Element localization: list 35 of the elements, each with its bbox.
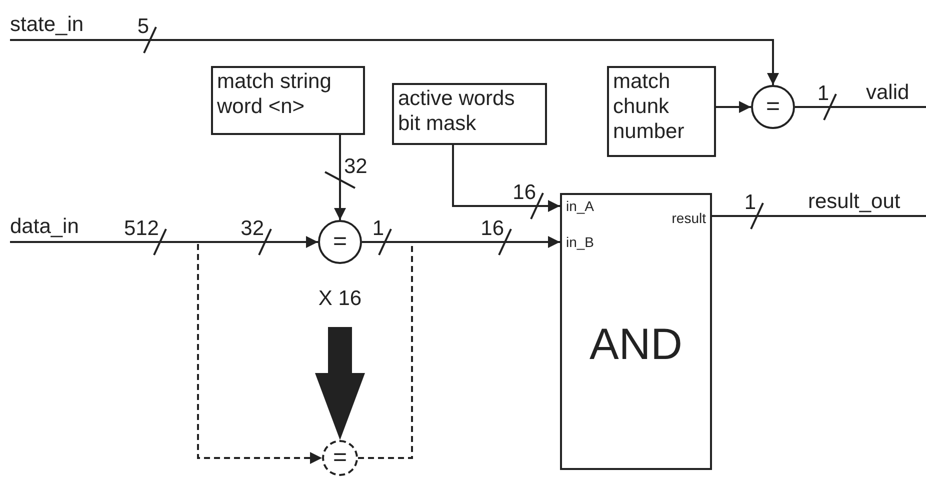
signal-name: result_out [808, 189, 900, 214]
bus-width-label: 32 [240, 218, 264, 239]
bus-width-label: 32 [344, 156, 368, 177]
bus-width-label: 1 [372, 218, 384, 239]
and-block [560, 193, 712, 470]
thick-arrow [315, 327, 365, 440]
bus-width-label: 5 [137, 16, 149, 37]
signal-line [795, 106, 926, 108]
dashed-connector [10, 241, 322, 464]
bus-width-label: 1 [817, 83, 829, 104]
arrow [334, 135, 346, 220]
bus-width-label: 16 [480, 218, 504, 239]
arrow [452, 145, 560, 212]
signal-name: data_in [10, 214, 79, 240]
comparator-circle: = [318, 220, 362, 264]
arrow [716, 101, 751, 113]
input-box: match string word <n> [211, 66, 365, 135]
bus-width-label: 16 [512, 182, 536, 203]
input-box: active words bit mask [392, 83, 547, 145]
port-label: in_A [566, 199, 594, 213]
port-label: result [672, 211, 706, 225]
arrow [362, 236, 560, 248]
block-title: AND [588, 323, 684, 367]
multiplicity-label: X 16 [318, 286, 362, 312]
dashed-connector [358, 241, 560, 459]
signal-line [712, 215, 926, 217]
bus-width-label: 1 [744, 192, 756, 213]
replicated-comparator-circle: = [322, 440, 358, 476]
comparator-circle: = [751, 85, 795, 129]
input-box: match chunk number [607, 66, 716, 157]
port-label: in_B [566, 235, 594, 249]
arrow [10, 39, 779, 85]
signal-name: valid [866, 80, 910, 106]
signal-name: state_in [10, 12, 84, 38]
bus-width-label: 512 [124, 218, 159, 239]
